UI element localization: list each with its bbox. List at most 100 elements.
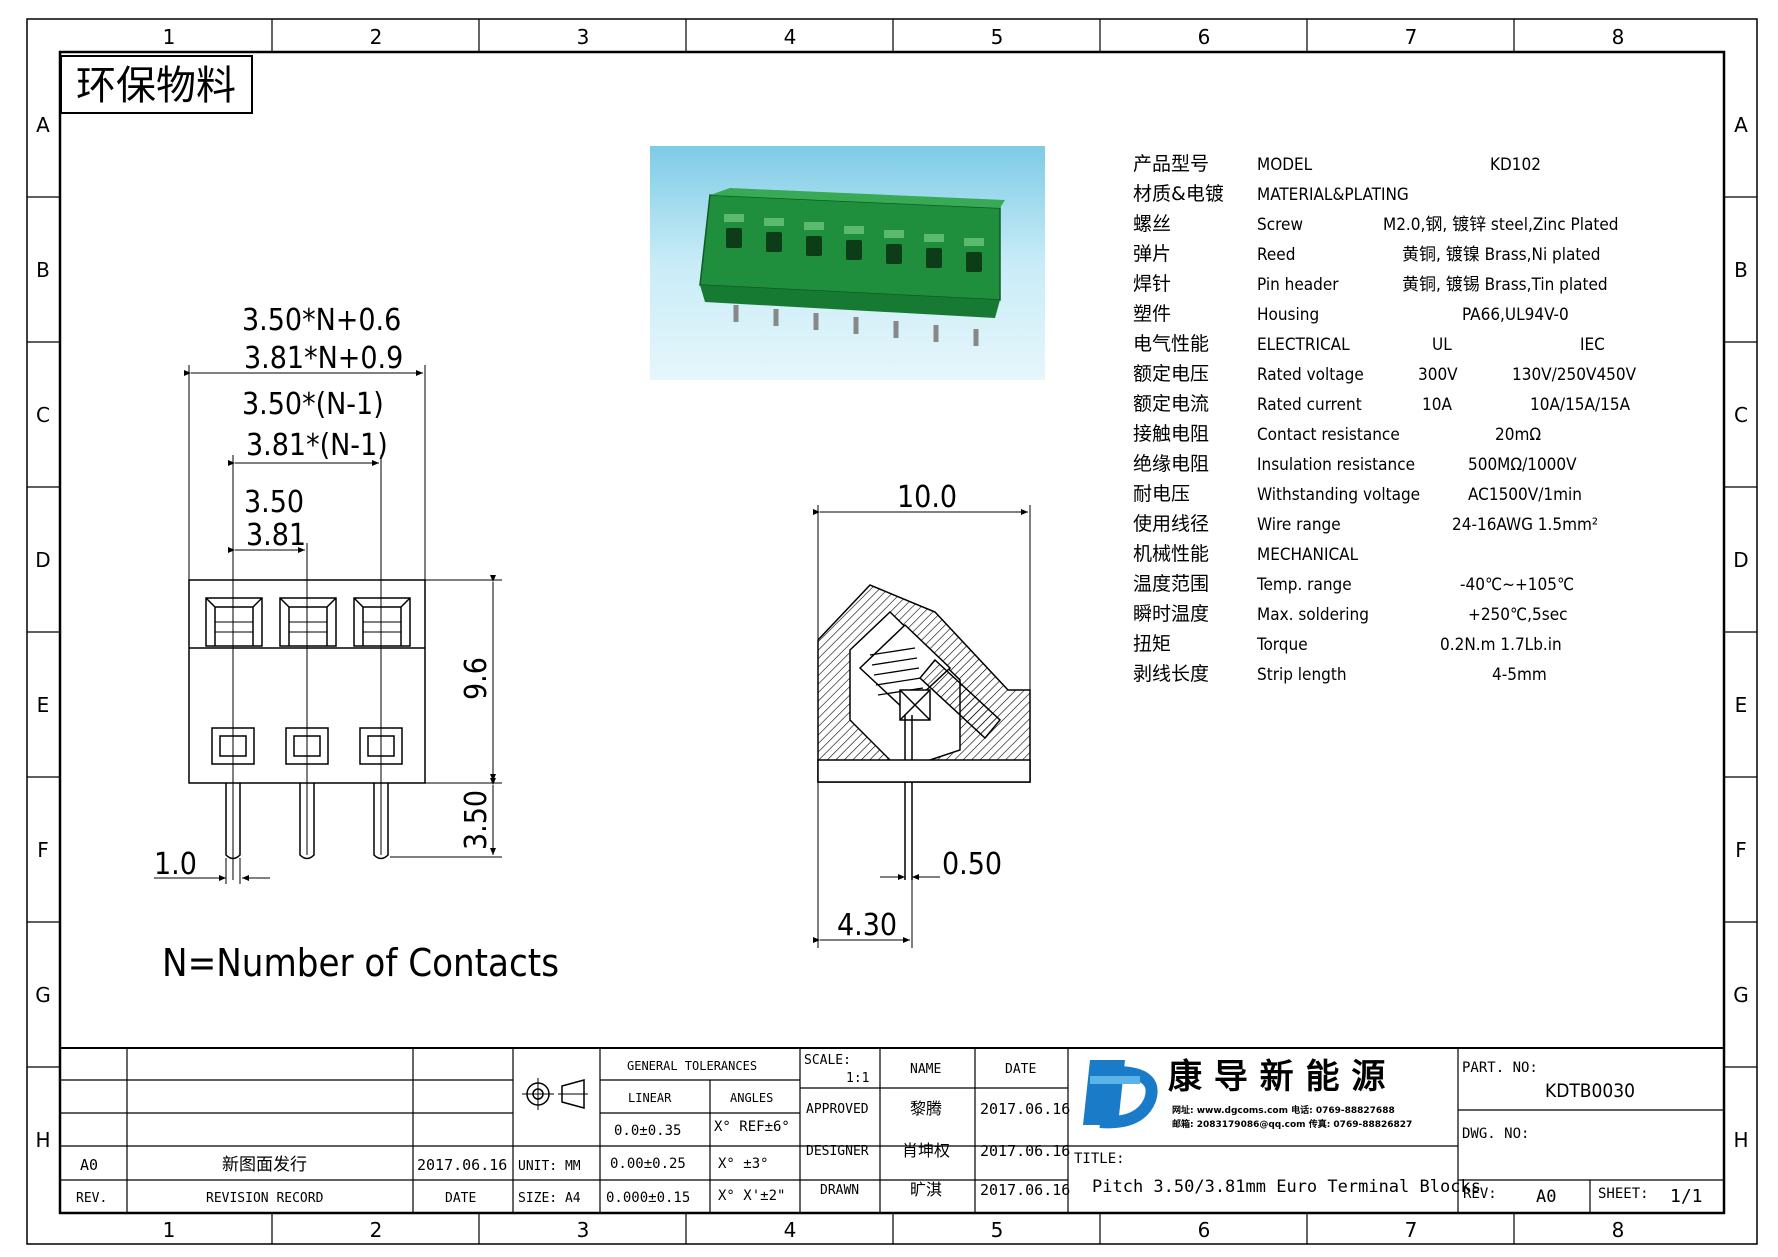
- dim-label: 3.81*N+0.9: [244, 341, 403, 376]
- spec-label-cn: 电气性能: [1133, 333, 1209, 355]
- revision-record-label: REVISION RECORD: [206, 1191, 324, 1206]
- approved-label: APPROVED: [806, 1102, 869, 1117]
- spec-value: PA66,UL94V-0: [1462, 305, 1569, 325]
- drawing-title: Pitch 3.50/3.81mm Euro Terminal Blocks: [1092, 1177, 1481, 1197]
- angle-tol: X° X'±2": [718, 1188, 785, 1204]
- rev-label: REV.: [76, 1191, 107, 1206]
- approved-name: 黎腾: [910, 1099, 942, 1118]
- spec-label-cn: 使用线径: [1133, 513, 1209, 535]
- col-label: 4: [784, 25, 797, 49]
- spec-label-en: Rated voltage: [1257, 365, 1364, 385]
- approved-date: 2017.06.16: [980, 1100, 1070, 1118]
- dim-label: 3.50: [244, 485, 304, 520]
- designer-label: DESIGNER: [806, 1144, 869, 1159]
- row-label: C: [1734, 403, 1748, 427]
- spec-value: AC1500V/1min: [1468, 485, 1582, 505]
- col-label: 2: [370, 1218, 383, 1242]
- spec-label-cn: 扭矩: [1133, 633, 1171, 655]
- contacts-note: N=Number of Contacts: [162, 941, 559, 985]
- title-label: TITLE:: [1074, 1151, 1125, 1167]
- company-contact: 邮箱: 2083179086@qq.com 传真: 0769-88826827: [1172, 1118, 1412, 1130]
- spec-value: +250℃,5sec: [1468, 605, 1568, 625]
- dim-label: 3.81*(N-1): [246, 428, 388, 463]
- sheet-label: SHEET:: [1598, 1186, 1649, 1202]
- col-label: 8: [1612, 1218, 1625, 1242]
- col-label: 7: [1405, 1218, 1418, 1242]
- spec-label-en: Reed: [1257, 245, 1295, 265]
- col-label: 4: [784, 1218, 797, 1242]
- row-label: F: [1735, 838, 1747, 862]
- front-view: [154, 365, 502, 884]
- spec-label-en: MATERIAL&PLATING: [1257, 185, 1409, 205]
- row-label: H: [35, 1128, 50, 1152]
- spec-label-cn: 额定电流: [1133, 393, 1209, 415]
- spec-label-cn: 塑件: [1133, 303, 1171, 325]
- dim-label: 0.50: [942, 847, 1002, 882]
- row-label: E: [1735, 693, 1748, 717]
- company-contact: 网址: www.dgcoms.com 电话: 0769-88827688: [1172, 1104, 1395, 1116]
- spec-label-cn: 温度范围: [1133, 573, 1209, 595]
- dim-label: 4.30: [837, 908, 897, 943]
- spec-label-cn: 接触电阻: [1133, 423, 1209, 445]
- spec-value: M2.0,钢, 镀锌 steel,Zinc Plated: [1383, 215, 1618, 235]
- col-label: 7: [1405, 25, 1418, 49]
- unit-label: UNIT: MM: [518, 1159, 581, 1174]
- side-view: [813, 505, 1031, 948]
- angle-tol: X° ±3°: [718, 1156, 769, 1172]
- drawn-label: DRAWN: [820, 1183, 859, 1198]
- scale-value: 1:1: [846, 1071, 869, 1086]
- col-label: 1: [163, 1218, 176, 1242]
- tolerance: 0.000±0.15: [606, 1190, 690, 1206]
- row-label: A: [1734, 113, 1748, 137]
- spec-label-en: Temp. range: [1256, 575, 1352, 595]
- spec-label-en: Wire range: [1257, 515, 1341, 535]
- spec-value: 黄铜, 镀锡 Brass,Tin plated: [1402, 275, 1608, 295]
- spec-label-en: Insulation resistance: [1257, 455, 1415, 475]
- dim-label: 3.50*(N-1): [242, 387, 384, 422]
- spec-label-en: Housing: [1257, 305, 1319, 325]
- col-label: 1: [163, 25, 176, 49]
- linear-label: LINEAR: [628, 1091, 672, 1105]
- dim-label: 3.50: [459, 790, 494, 850]
- spec-label-cn: 焊针: [1133, 273, 1171, 295]
- spec-label-cn: 剥线长度: [1133, 663, 1209, 685]
- row-label: B: [36, 258, 50, 282]
- spec-label-en: Contact resistance: [1257, 425, 1400, 445]
- date-head: DATE: [1005, 1062, 1036, 1077]
- rev-value: A0: [1536, 1187, 1556, 1207]
- spec-label-en: Torque: [1256, 635, 1308, 655]
- date-label: DATE: [445, 1191, 476, 1206]
- spec-value: UL: [1432, 335, 1452, 355]
- col-label: 5: [991, 25, 1004, 49]
- drawn-name: 旷淇: [910, 1180, 942, 1199]
- row-label: F: [37, 838, 49, 862]
- spec-label-cn: 额定电压: [1133, 363, 1209, 385]
- row-label: B: [1734, 258, 1748, 282]
- dwg-no-label: DWG. NO:: [1462, 1126, 1529, 1142]
- rev-label: REV:: [1463, 1186, 1497, 1202]
- spec-label-cn: 材质&电镀: [1133, 183, 1224, 205]
- spec-label-en: ELECTRICAL: [1257, 335, 1350, 355]
- spec-label-en: Rated current: [1257, 395, 1362, 415]
- row-label: C: [36, 403, 50, 427]
- spec-value: -40℃~+105℃: [1460, 575, 1574, 595]
- spec-label-cn: 耐电压: [1133, 483, 1190, 505]
- spec-value: 4-5mm: [1492, 665, 1547, 685]
- product-photo: [650, 146, 1045, 380]
- spec-value: 黄铜, 镀镍 Brass,Ni plated: [1402, 245, 1601, 265]
- designer-name: 肖坤权: [902, 1141, 950, 1160]
- col-label: 3: [577, 25, 590, 49]
- row-label: D: [35, 548, 50, 572]
- row-label: D: [1733, 548, 1748, 572]
- spec-value: 130V/250V450V: [1512, 365, 1637, 385]
- tolerance: 0.0±0.35: [614, 1123, 681, 1139]
- rev-a0: A0: [80, 1156, 98, 1174]
- row-label: E: [37, 693, 50, 717]
- spec-value: 0.2N.m 1.7Lb.in: [1440, 635, 1562, 655]
- company-name: 康 导 新 能 源: [1168, 1057, 1385, 1097]
- spec-label-en: Max. soldering: [1257, 605, 1369, 625]
- part-no-label: PART. NO:: [1462, 1060, 1538, 1076]
- spec-label-cn: 瞬时温度: [1133, 603, 1209, 625]
- dim-label: 9.6: [459, 657, 494, 700]
